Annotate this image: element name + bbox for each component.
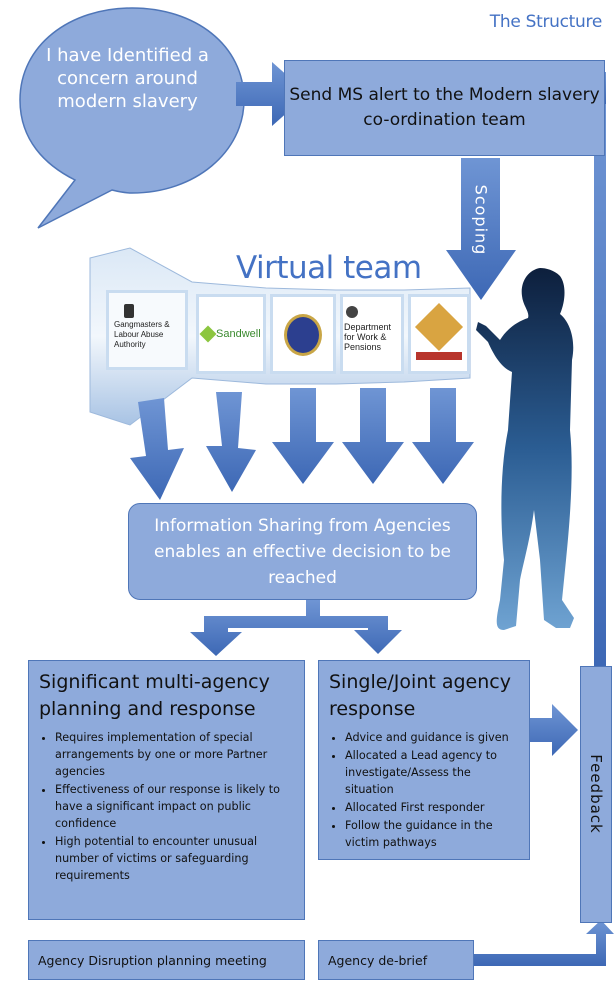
- list-item: Requires implementation of special arran…: [55, 729, 296, 780]
- logo-fire-service: [408, 294, 470, 374]
- logo-police: [270, 294, 336, 374]
- speech-bubble-shape: [19, 7, 245, 229]
- fire-service-banner-icon: [416, 352, 462, 360]
- single-joint-title: Single/Joint agency response: [329, 671, 511, 720]
- information-sharing-text: Information Sharing from Agencies enable…: [154, 515, 451, 588]
- logo-sandwell-label: Sandwell: [216, 328, 261, 340]
- multi-agency-list: Requires implementation of special arran…: [39, 729, 296, 884]
- alert-box-text: Send MS alert to the Modern slavery co-o…: [289, 85, 600, 130]
- single-joint-list: Advice and guidance is given Allocated a…: [329, 729, 521, 851]
- woman-silhouette: [476, 268, 574, 630]
- connector-split: [190, 600, 402, 656]
- sandwell-logo-icon: [199, 325, 217, 343]
- down-arrow-4: [342, 388, 404, 484]
- logo-gangmasters-label: Gangmasters & Labour Abuse Authority: [114, 320, 170, 349]
- logo-dwp-label: Department for Work & Pensions: [344, 322, 392, 352]
- single-joint-panel: Single/Joint agency response Advice and …: [318, 660, 530, 860]
- feedback-return-line: [594, 88, 606, 666]
- list-item: Advice and guidance is given: [345, 729, 521, 746]
- police-badge-icon: [284, 314, 322, 356]
- multi-agency-panel: Significant multi-agency planning and re…: [28, 660, 305, 920]
- information-sharing-box: Information Sharing from Agencies enable…: [128, 503, 477, 600]
- logo-sandwell: Sandwell: [196, 294, 266, 374]
- list-item: Effectiveness of our response is likely …: [55, 781, 296, 832]
- scoping-label: Scoping: [471, 184, 491, 256]
- disruption-meeting-box: Agency Disruption planning meeting: [28, 940, 305, 980]
- feedback-label: Feedback: [587, 754, 605, 834]
- down-arrow-3: [272, 388, 334, 484]
- multi-agency-title: Significant multi-agency planning and re…: [39, 671, 270, 720]
- royal-crest-icon: [346, 306, 358, 318]
- alert-box: Send MS alert to the Modern slavery co-o…: [284, 60, 605, 156]
- debrief-text: Agency de-brief: [328, 952, 428, 968]
- feedback-box: [580, 666, 612, 923]
- list-item: Allocated First responder: [345, 799, 521, 816]
- concern-bubble-text: I have Identified a concern around moder…: [46, 45, 209, 112]
- virtual-team-title: Virtual team: [236, 250, 422, 286]
- down-arrow-5: [412, 388, 474, 484]
- scoping-arrow: [446, 158, 516, 300]
- logo-dwp: Department for Work & Pensions: [340, 294, 404, 374]
- debrief-box: Agency de-brief: [318, 940, 474, 980]
- page-title: The Structure: [489, 12, 603, 32]
- list-item: High potential to encounter unusual numb…: [55, 833, 296, 884]
- crown-crest-icon: [124, 304, 134, 318]
- list-item: Follow the guidance in the victim pathwa…: [345, 817, 521, 851]
- debrief-connector: [474, 920, 614, 966]
- list-item: Allocated a Lead agency to investigate/A…: [345, 747, 521, 798]
- disruption-meeting-text: Agency Disruption planning meeting: [38, 952, 267, 968]
- down-arrow-2: [206, 392, 256, 492]
- arrow-to-feedback: [530, 704, 578, 756]
- logo-gangmasters: Gangmasters & Labour Abuse Authority: [106, 290, 188, 370]
- fire-service-badge-icon: [414, 302, 464, 352]
- down-arrow-1: [130, 398, 184, 500]
